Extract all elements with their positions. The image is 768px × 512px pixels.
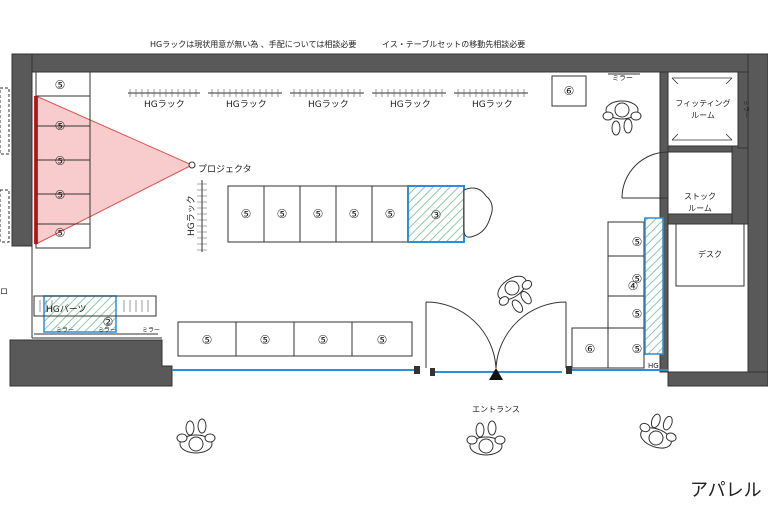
table-marker: ⑤ <box>318 333 329 347</box>
hg-rack-label: HGラック <box>308 99 349 110</box>
stock-room-label-1: ストック <box>684 192 716 201</box>
hg-parts-rack <box>33 295 157 317</box>
table-marker: ⑤ <box>377 333 388 347</box>
entrance-arrow-icon <box>489 368 503 380</box>
left-dashed-openings <box>0 87 10 243</box>
hg-parts-marker: ② <box>103 315 114 329</box>
fitting-mirror-label: ミラー <box>742 100 749 118</box>
stock-room <box>667 151 733 215</box>
entrance-doors <box>425 301 567 369</box>
shelf-marker: ⑤ <box>55 154 66 168</box>
person-icon <box>490 269 543 320</box>
shelf-set-4 <box>644 217 664 355</box>
entrance-label: エントランス <box>472 405 520 414</box>
person-icon <box>466 420 506 456</box>
left-shelf-column <box>35 71 91 249</box>
shelf-marker: ⑤ <box>632 342 643 356</box>
mirror-label: ミラー <box>98 327 116 334</box>
shelf-marker: ⑤ <box>632 307 643 321</box>
fitting-room-label-1: フィッティング <box>675 98 730 108</box>
note-right: イス・テーブルセットの移動先相談必要 <box>382 39 525 49</box>
display-marker: ⑥ <box>585 342 596 356</box>
shelf-marker: ⑤ <box>55 226 66 240</box>
person-icon <box>176 418 216 454</box>
hg-rack-vertical-label: HGラック <box>186 195 197 236</box>
mirror-label: ミラー <box>56 327 74 334</box>
shelf-marker: ⑤ <box>632 235 643 249</box>
door-swing-icon <box>621 151 669 199</box>
desk <box>675 223 745 287</box>
hg-rack-label: HGラック <box>144 99 185 110</box>
table-set-3 <box>407 185 465 243</box>
desk-label: デスク <box>698 249 722 259</box>
projector-label: プロジェクタ <box>198 164 252 175</box>
stock-room-label-2: ルーム <box>688 204 712 213</box>
display-marker: ⑥ <box>564 84 575 98</box>
fitting-room-curtain <box>671 77 733 141</box>
interior-outline <box>31 71 660 339</box>
hg-rack-label: HGラック <box>226 99 267 110</box>
display-6-top <box>551 75 587 107</box>
hg-parts-hangers <box>39 300 149 312</box>
chair-icon <box>463 187 493 238</box>
hg-rack-vertical-hangers <box>197 183 207 251</box>
plan-title: アパレル <box>690 480 762 501</box>
shelf-marker: ⑤ <box>632 272 643 286</box>
right-shelf-column <box>571 221 645 369</box>
table-marker: ⑤ <box>202 333 213 347</box>
hg-rack-hangers <box>129 89 525 97</box>
shelf-marker-4: ④ <box>628 279 639 293</box>
table-marker-3: ③ <box>431 208 442 222</box>
hg-parts-label: HGパーツ <box>46 304 87 315</box>
mirror-label: ミラー <box>142 327 160 334</box>
hg-short-label: HG <box>648 362 659 370</box>
shelf-marker: ⑤ <box>55 78 66 92</box>
shelf-marker: ⑤ <box>55 119 66 133</box>
bottom-table-row <box>177 321 413 357</box>
shelf-marker: ⑤ <box>55 188 66 202</box>
walls <box>9 53 768 387</box>
hg-rack-label: HGラック <box>390 99 431 110</box>
table-marker: ⑤ <box>385 207 396 221</box>
table-marker: ⑤ <box>349 207 360 221</box>
storefront-posts <box>414 366 572 376</box>
fitting-room <box>667 71 739 147</box>
projector-icon <box>188 161 196 169</box>
person-icon <box>634 407 683 454</box>
person-icon <box>602 100 642 136</box>
table-marker: ⑤ <box>260 333 271 347</box>
mirror-label-top: ミラー <box>612 74 633 82</box>
left-edge-label: ロ <box>0 287 8 296</box>
note-left: HGラックは現状用意が無い為 、手配については相談必要 <box>150 39 356 49</box>
table-marker: ⑤ <box>241 207 252 221</box>
fitting-room-label-2: ルーム <box>691 111 715 120</box>
table-marker: ⑤ <box>313 207 324 221</box>
hg-rack-label: HGラック <box>472 99 513 110</box>
table-marker: ⑤ <box>277 207 288 221</box>
